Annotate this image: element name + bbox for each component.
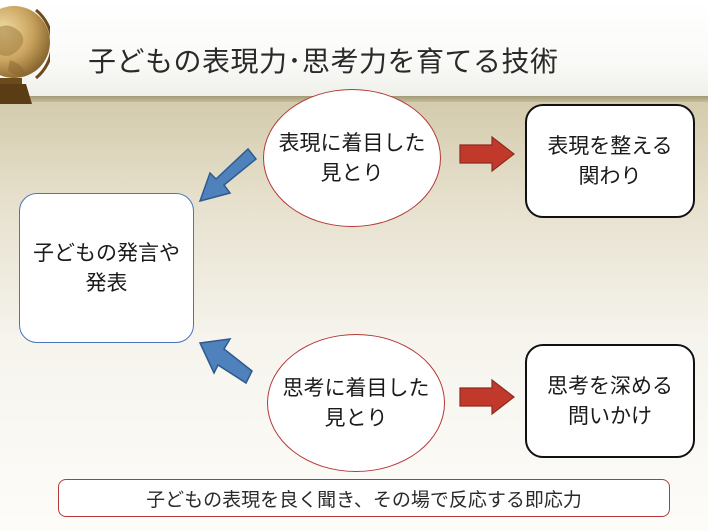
speech-presentation-box: 子どもの発言や 発表	[19, 193, 194, 343]
summary-banner-text: 子どもの表現を良く聞き、その場で反応する即応力	[146, 488, 582, 511]
thinking-question-box: 思考を深める 問いかけ	[525, 344, 695, 458]
thinking-question-line-1: 思考を深める	[547, 373, 673, 398]
expression-observation-line-2: 見とり	[320, 161, 384, 185]
expression-support-line-2: 関わり	[578, 164, 642, 188]
thinking-observation-line-1: 思考に着目した	[282, 375, 430, 400]
globe-icon	[0, 6, 50, 104]
thinking-observation-line-2: 見とり	[324, 406, 388, 430]
expression-observation-oval: 表現に着目した 見とり	[263, 89, 441, 227]
thinking-observation-oval: 思考に着目した 見とり	[267, 334, 445, 472]
blue-arrow-lower	[198, 338, 253, 385]
page-title: 子どもの表現力･思考力を育てる技術	[88, 45, 559, 78]
expression-support-box: 表現を整える 関わり	[525, 104, 695, 218]
expression-support-line-1: 表現を整える	[547, 133, 673, 158]
red-arrow-lower	[459, 378, 515, 416]
thinking-question-line-2: 問いかけ	[568, 404, 652, 428]
speech-presentation-line-1: 子どもの発言や	[33, 240, 180, 265]
expression-observation-line-1: 表現に着目した	[278, 130, 426, 155]
header-band	[0, 0, 708, 98]
red-arrow-upper	[459, 135, 515, 173]
speech-presentation-line-2: 発表	[85, 271, 128, 295]
summary-banner: 子どもの表現を良く聞き、その場で反応する即応力	[58, 479, 670, 517]
blue-arrow-upper	[198, 147, 258, 203]
